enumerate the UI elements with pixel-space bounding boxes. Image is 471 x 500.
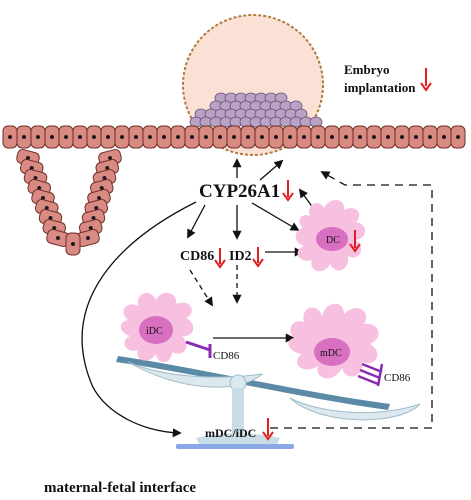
cyp26a1-label: CYP26A1: [199, 181, 280, 202]
epithelial-cell: [394, 125, 410, 149]
mdc-cell: mDC: [288, 303, 379, 379]
cd86-idc-label: CD86: [213, 350, 240, 362]
embryo: [182, 14, 324, 156]
epithelial-cell: [268, 125, 284, 149]
dc-cell: DC: [295, 199, 365, 272]
epithelial-cell: [2, 125, 18, 149]
epithelial-cell: [310, 125, 326, 149]
embryo-implantation-label-line2: implantation: [344, 80, 416, 95]
epithelial-cell: [44, 125, 60, 149]
cd86-receptor-mdc: [357, 362, 384, 387]
epithelial-cell: [65, 232, 81, 256]
down-arrow-icon: [420, 68, 432, 92]
epithelial-cell: [16, 125, 32, 149]
epithelial-cell: [58, 125, 74, 149]
epithelial-cell: [184, 125, 200, 149]
mdc-label: mDC: [320, 348, 342, 359]
epithelial-cell: [100, 125, 116, 149]
epithelial-cell: [366, 125, 382, 149]
epithelial-cell: [436, 125, 452, 149]
down-arrow-icon: [252, 247, 264, 268]
epithelial-cell: [212, 125, 228, 149]
down-arrow-icon: [282, 180, 294, 202]
epithelial-cell: [142, 125, 158, 149]
balance-scale: [116, 356, 421, 449]
epithelial-cell: [282, 125, 298, 149]
epithelial-cell: [352, 125, 368, 149]
embryo-implantation-label-line1: Embryo: [344, 62, 390, 77]
epithelial-cell: [198, 125, 214, 149]
cd86-label: CD86: [180, 249, 214, 264]
epithelial-cell: [338, 125, 354, 149]
id2-label: ID2: [229, 249, 252, 264]
epithelial-cell: [170, 125, 186, 149]
epithelial-cell: [254, 125, 270, 149]
idc-label: iDC: [146, 326, 163, 337]
cd86-mdc-label: CD86: [384, 372, 411, 384]
trophoblast-cluster: [189, 92, 323, 128]
epithelial-cell: [422, 125, 438, 149]
epithelium: [2, 125, 466, 256]
epithelial-cell: [408, 125, 424, 149]
epithelial-cell: [240, 125, 256, 149]
dc-label: DC: [326, 235, 340, 246]
ratio-label: mDC/iDC: [205, 426, 256, 440]
pathway-arrows: [81, 158, 433, 438]
epithelial-cell: [72, 125, 88, 149]
epithelial-cell: [30, 125, 46, 149]
epithelial-cell: [380, 125, 396, 149]
epithelial-cell: [450, 125, 466, 149]
down-arrow-icon: [349, 230, 361, 253]
epithelial-cell: [114, 125, 130, 149]
epithelial-cell: [324, 125, 340, 149]
down-arrow-icon: [262, 418, 274, 441]
epithelial-cell: [226, 125, 242, 149]
cd86-receptor-idc: [185, 340, 212, 358]
down-arrow-icon: [214, 248, 226, 269]
epithelial-cell: [156, 125, 172, 149]
epithelial-cell: [86, 125, 102, 149]
idc-cell: iDC: [120, 292, 194, 363]
footer-label: maternal-fetal interface: [44, 480, 196, 496]
epithelial-cell: [128, 125, 144, 149]
epithelial-cell: [296, 125, 312, 149]
